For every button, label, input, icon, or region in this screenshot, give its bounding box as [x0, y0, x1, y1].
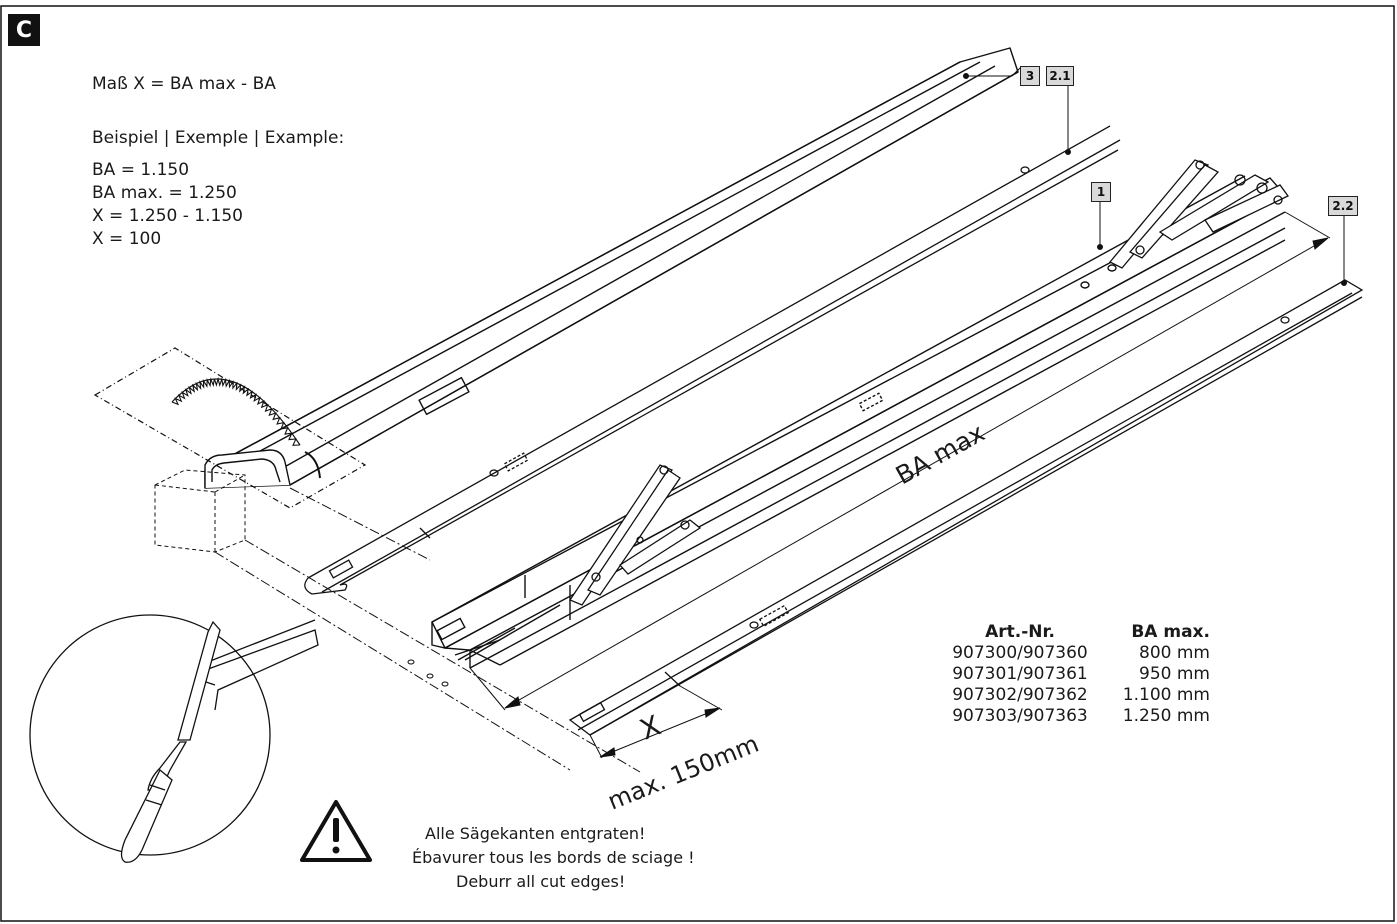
slide-rail-2-2 [568, 279, 1364, 736]
ba-max-label: BA max [891, 418, 990, 490]
callout-part-1: 1 [1091, 182, 1111, 202]
article-number: 907300/907360 [952, 643, 1088, 663]
detail-circle [29, 614, 271, 856]
scissor-arm-left [569, 464, 702, 606]
article-number: 907302/907362 [952, 685, 1088, 705]
formula-line: X = 100 [92, 229, 162, 249]
article-number: 907303/907363 [952, 706, 1088, 726]
callout-part-3: 3 [1020, 66, 1040, 86]
formula-line: BA = 1.150 [92, 160, 190, 180]
example-heading: Beispiel | Exemple | Example: [92, 128, 345, 148]
ba-max-value: 1.250 mm [1122, 706, 1210, 726]
header-article-number: Art.-Nr. [985, 622, 1055, 642]
cover-profile [204, 47, 1019, 489]
cut-box [154, 469, 246, 553]
dimension-x [589, 685, 723, 759]
warning-text-fr: Ébavurer tous les bords de sciage ! [412, 848, 695, 867]
article-number: 907301/907361 [952, 664, 1088, 684]
saw-teeth [171, 376, 301, 446]
warning-triangle-icon [300, 800, 372, 862]
formula-line: BA max. = 1.250 [92, 183, 237, 203]
warning-text-de: Alle Sägekanten entgraten! [425, 824, 646, 843]
table-row: 907303/907363 1.250 mm [940, 706, 1210, 727]
slide-rail-2-1 [304, 125, 1121, 595]
ba-max-value: 1.100 mm [1122, 685, 1210, 705]
warning-text-en: Deburr all cut edges! [456, 872, 626, 891]
ba-max-value: 950 mm [1139, 664, 1210, 684]
callout-part-2-1: 2.1 [1046, 66, 1074, 86]
table-row: 907301/907361 950 mm [940, 664, 1210, 685]
formula-definition: Maß X = BA max - BA [92, 74, 276, 94]
table-row: 907300/907360 800 mm [940, 643, 1210, 664]
table-row: 907302/907362 1.100 mm [940, 685, 1210, 706]
formula-line: X = 1.250 - 1.150 [92, 206, 243, 226]
ba-max-value: 800 mm [1139, 643, 1210, 663]
callout-part-2-2: 2.2 [1328, 196, 1358, 216]
header-ba-max: BA max. [1131, 622, 1210, 642]
saw-blade-icon [93, 347, 367, 509]
file-tool-icon [120, 619, 319, 863]
frame-border [0, 5, 1395, 922]
table-header: Art.-Nr. BA max. [940, 622, 1210, 643]
max-cut-label: max. 150mm [604, 730, 763, 816]
hole-marks [407, 659, 449, 687]
drive-profile-1 [431, 175, 1287, 669]
callout-leaders [963, 67, 1347, 286]
scissor-arm-right [1108, 159, 1289, 269]
section-badge: C [8, 14, 40, 46]
alignment-lines [214, 487, 641, 773]
article-table: Art.-Nr. BA max. 907300/907360 800 mm 90… [940, 622, 1210, 727]
dimension-ba-max [469, 211, 1331, 711]
